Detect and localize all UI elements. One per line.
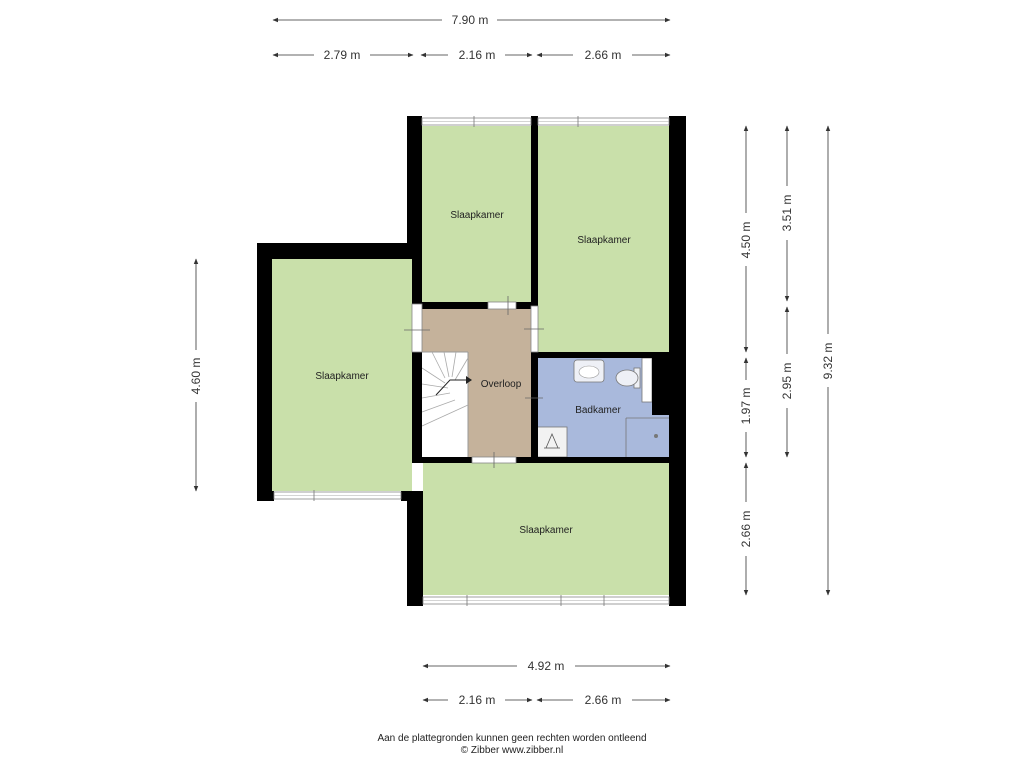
room-bedroom-top-right — [538, 126, 669, 352]
dimension-bottom-seg-1: 2.16 m — [422, 693, 533, 707]
label-bedroom-top-right: Slaapkamer — [577, 235, 631, 246]
footer-disclaimer: Aan de plattegronden kunnen geen rechten… — [377, 733, 647, 744]
dimension-top-seg-3: 2.66 m — [536, 48, 671, 62]
dimension-right-seg-3: 2.66 m — [739, 462, 753, 596]
cabinet-fixture — [641, 357, 653, 403]
label-bedroom-bottom: Slaapkamer — [519, 525, 573, 536]
sink-fixture — [573, 359, 605, 383]
label-bathroom: Badkamer — [575, 405, 621, 416]
svg-text:7.90 m: 7.90 m — [452, 13, 489, 27]
dimension-top-seg-2: 2.16 m — [420, 48, 533, 62]
svg-text:4.60 m: 4.60 m — [189, 358, 203, 395]
doors — [404, 296, 544, 468]
dimension-top-seg-1: 2.79 m — [272, 48, 414, 62]
svg-text:2.95 m: 2.95 m — [780, 363, 794, 400]
footer-credit: © Zibber www.zibber.nl — [460, 745, 564, 756]
svg-text:3.51 m: 3.51 m — [780, 195, 794, 232]
dimension-left-height: 4.60 m — [189, 258, 203, 492]
shower-fixture — [625, 417, 670, 457]
svg-text:2.79 m: 2.79 m — [324, 48, 361, 62]
svg-text:2.66 m: 2.66 m — [739, 511, 753, 548]
svg-text:1.97 m: 1.97 m — [739, 388, 753, 425]
dimension-right-mid-seg-2: 2.95 m — [780, 306, 794, 458]
dimension-right-total: 9.32 m — [821, 125, 835, 596]
svg-text:2.16 m: 2.16 m — [459, 693, 496, 707]
svg-text:2.66 m: 2.66 m — [585, 693, 622, 707]
toilet-fixture — [615, 367, 641, 389]
dimension-bottom-total: 4.92 m — [422, 659, 671, 673]
room-bedroom-left — [272, 259, 412, 491]
dimension-right-seg-2: 1.97 m — [739, 357, 753, 458]
dimension-right-mid-seg-1: 3.51 m — [780, 125, 794, 302]
label-landing: Overloop — [481, 379, 522, 390]
svg-text:4.50 m: 4.50 m — [739, 222, 753, 259]
staircase — [421, 351, 472, 459]
dimension-top-total: 7.90 m — [272, 13, 671, 27]
dimension-bottom-seg-2: 2.66 m — [536, 693, 671, 707]
svg-text:9.32 m: 9.32 m — [821, 343, 835, 380]
walls — [257, 116, 686, 606]
dimension-right-seg-1: 4.50 m — [739, 125, 753, 353]
room-bedroom-top-left — [422, 126, 531, 303]
room-bedroom-bottom — [423, 462, 670, 595]
floor-plan: Slaapkamer Slaapkamer Slaapkamer Overloo… — [189, 13, 835, 707]
label-bedroom-top-left: Slaapkamer — [450, 210, 504, 221]
svg-text:2.66 m: 2.66 m — [585, 48, 622, 62]
windows — [273, 116, 670, 606]
washing-machine-fixture — [536, 426, 568, 458]
svg-text:4.92 m: 4.92 m — [528, 659, 565, 673]
footer: Aan de plattegronden kunnen geen rechten… — [0, 733, 1024, 757]
svg-text:2.16 m: 2.16 m — [459, 48, 496, 62]
label-bedroom-left: Slaapkamer — [315, 371, 369, 382]
